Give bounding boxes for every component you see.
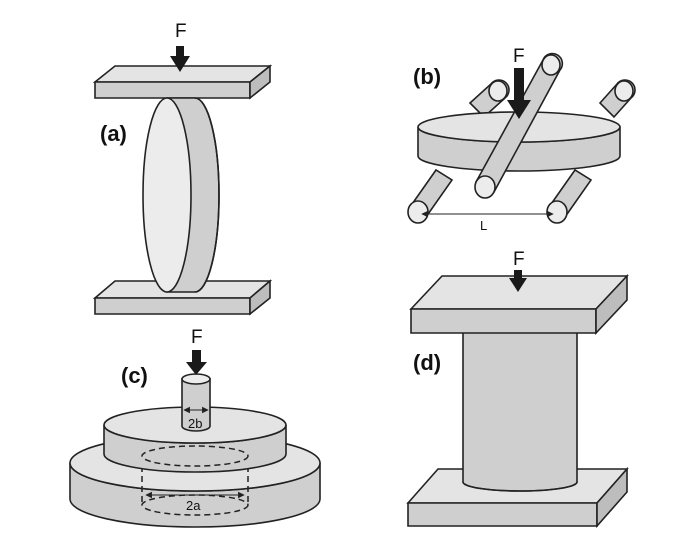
- panel-b-support-roller-left: [407, 168, 454, 224]
- panel-c-force-arrow: [186, 350, 207, 375]
- panel-c-label: (c): [121, 363, 148, 388]
- panel-c-inner-dim-label: 2b: [188, 416, 202, 431]
- panel-b-support-roller-right: [546, 168, 593, 224]
- panel-b-label: (b): [413, 64, 441, 89]
- panel-a-force-arrow: [170, 46, 190, 72]
- panel-a-top-platen: [92, 64, 273, 100]
- panel-a: F (a): [92, 21, 273, 316]
- panel-c-outer-dim-label: 2a: [186, 498, 201, 513]
- panel-b-force-label: F: [513, 46, 525, 67]
- panel-b-loading-roller: [474, 52, 564, 199]
- panel-d-cylinder-specimen: [462, 329, 578, 492]
- panel-d: F (d): [406, 249, 629, 529]
- panel-b-back-roller-right: [598, 79, 636, 119]
- panel-d-force-arrow: [509, 270, 527, 292]
- panel-d-force-label: F: [513, 249, 525, 270]
- panel-d-top-platen: [409, 273, 629, 336]
- panel-c-piston: [181, 373, 211, 432]
- panel-b-force-arrow: [507, 68, 531, 119]
- panel-b: L F (b): [407, 46, 636, 233]
- panel-d-label: (d): [413, 350, 441, 375]
- panel-b-span-label: L: [480, 218, 487, 233]
- panel-b-back-roller-left: [468, 79, 510, 119]
- panel-a-force-label: F: [175, 21, 187, 42]
- panel-a-disc-specimen: [142, 97, 220, 293]
- panel-c-specimen-disc: [103, 406, 287, 473]
- panel-c: 2a 2b F (c): [69, 327, 321, 528]
- panel-a-label: (a): [100, 121, 127, 146]
- panel-c-force-label: F: [191, 327, 203, 348]
